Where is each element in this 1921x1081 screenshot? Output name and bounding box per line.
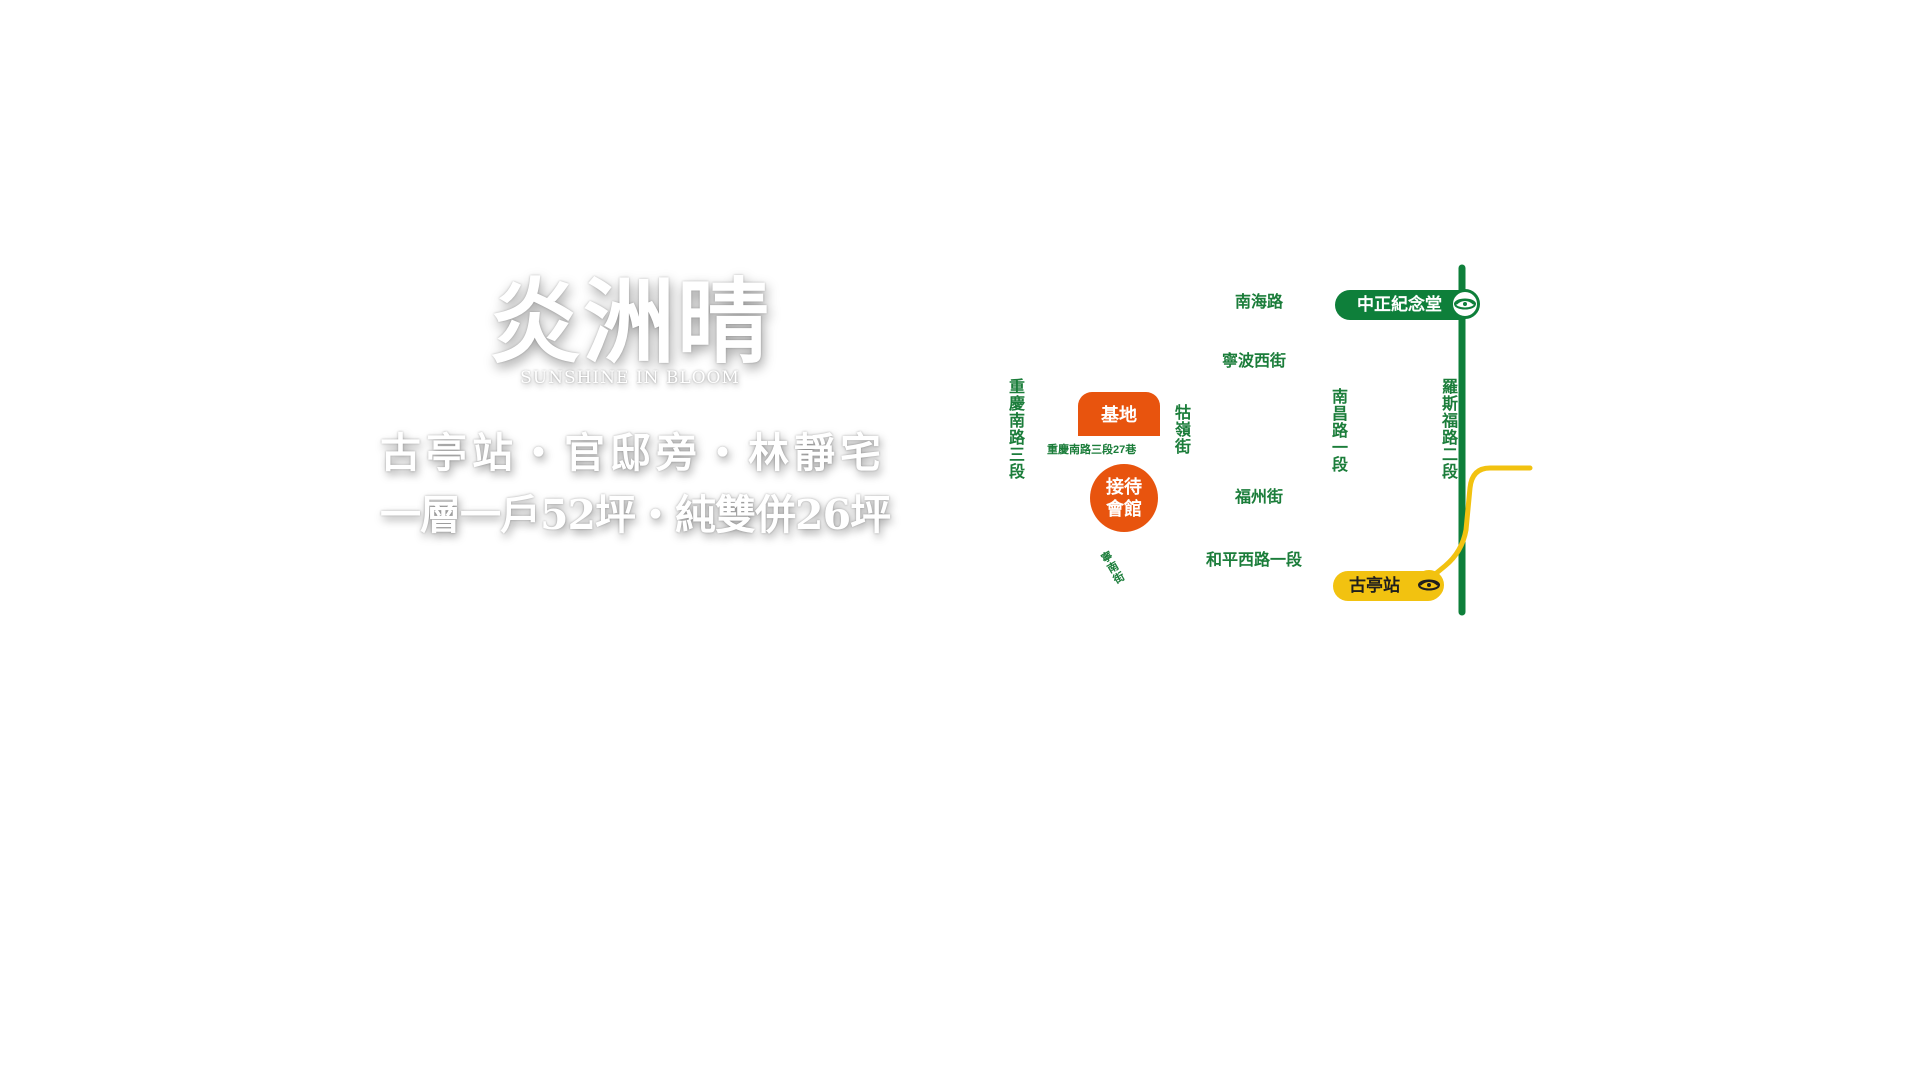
- road-chongqing-lane: 重慶南路三段27巷: [1047, 444, 1137, 456]
- taipei-metro-logo-icon: [1450, 289, 1480, 319]
- brand-logo-title: 炎洲晴: [488, 268, 771, 376]
- road-guling: 牯嶺街: [1172, 404, 1189, 455]
- road-fuzhou: 福州街: [1235, 489, 1284, 506]
- metro-logo-glyph: [1418, 579, 1440, 591]
- reception-label-1: 接待: [1106, 477, 1142, 497]
- brand-block: 炎洲晴 SUNSHINE IN BLOOM 古亭站‧官邸旁‧林靜宅 一層一戶52…: [380, 268, 891, 546]
- road-ningbo-west: 寧波西街: [1222, 353, 1287, 370]
- yellow-mrt-line: [1425, 465, 1533, 583]
- tagline-line-2: 一層一戶52坪‧純雙併26坪: [380, 491, 891, 539]
- reception-label-2: 會館: [1106, 499, 1142, 519]
- road-roosevelt: 羅斯福路二段: [1439, 378, 1456, 480]
- taipei-metro-logo-icon: [1414, 570, 1444, 600]
- road-chongqing-south: 重慶南路三段: [1006, 378, 1023, 480]
- road-nanhai: 南海路: [1235, 294, 1284, 311]
- metro-logo-glyph: [1454, 298, 1476, 310]
- brand-logo-subtitle: SUNSHINE IN BLOOM: [520, 368, 740, 388]
- tagline-line-1: 古亭站‧官邸旁‧林靜宅: [380, 429, 886, 477]
- road-heping-west: 和平西路一段: [1206, 552, 1303, 569]
- reception-marker: 接待 會館: [1090, 464, 1158, 532]
- road-nanchang: 南昌路一段: [1329, 388, 1346, 473]
- site-marker: 基地: [1078, 392, 1160, 436]
